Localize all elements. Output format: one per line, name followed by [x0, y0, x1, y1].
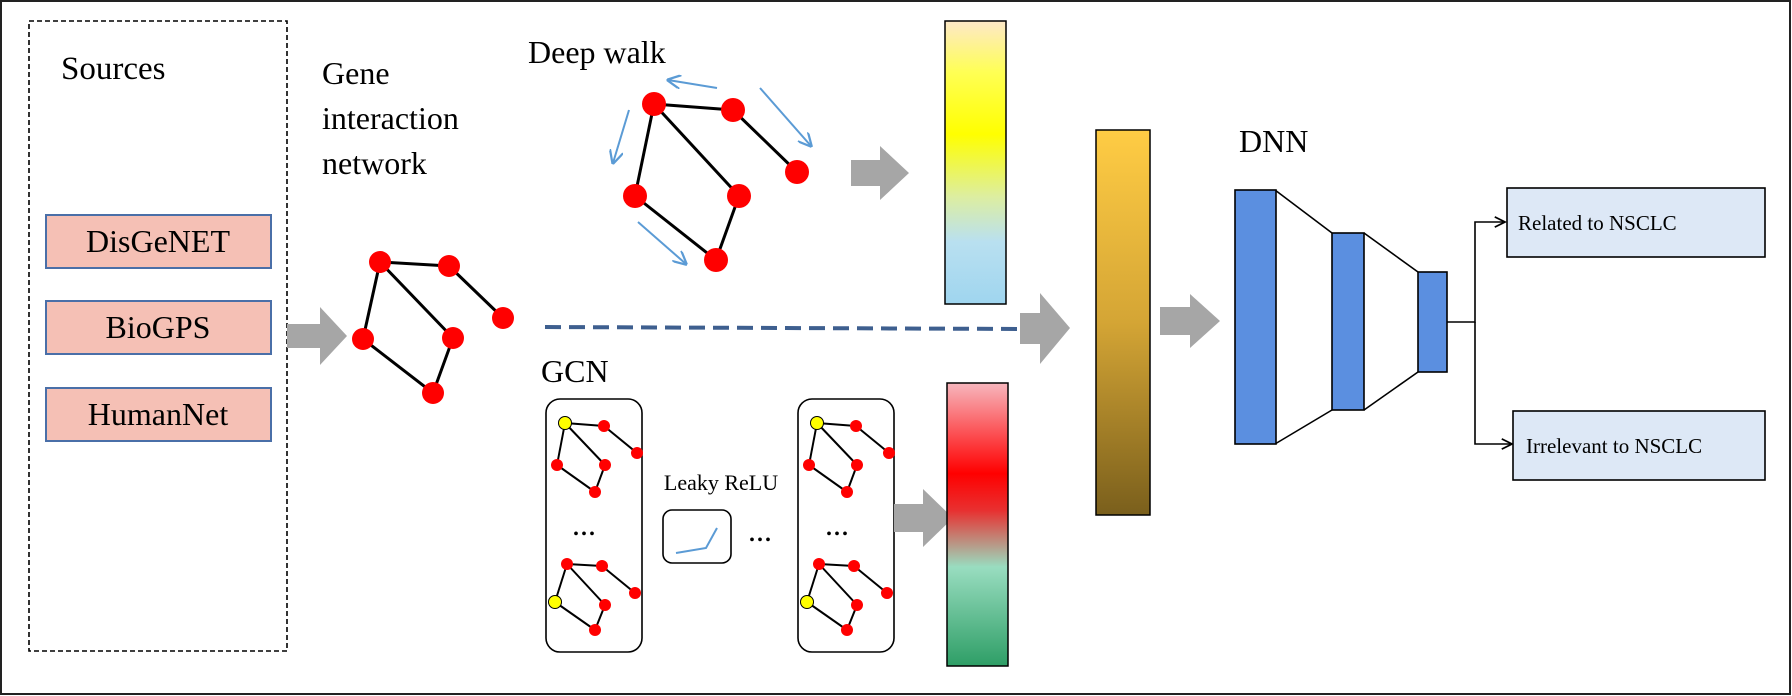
random-walk-arrows: [613, 80, 811, 264]
gcn-ellipsis-2: ...: [825, 506, 849, 542]
gcn-mini-graph-lower-1: [548, 558, 641, 636]
gcn-mini-graph-1: [551, 416, 643, 498]
dnn-layer-1: [1234, 189, 1277, 445]
gcn-mini-graph-lower-2: [800, 558, 893, 636]
output-related: Related to NSCLC: [1506, 187, 1766, 258]
dnn-network: [1234, 189, 1448, 445]
arrow-deepwalk-to-vector: [851, 146, 909, 200]
dnn-layer-2: [1331, 232, 1365, 411]
source-item-humannet: HumanNet: [45, 387, 272, 442]
arrow-to-concat: [1020, 293, 1070, 364]
leaky-relu-label: Leaky ReLU: [664, 470, 778, 495]
source-label-humannet: HumanNet: [88, 396, 229, 432]
deepwalk-label: Deep walk: [528, 34, 666, 70]
skip-connection-dashed-line: [544, 325, 1023, 331]
gcn-mini-graph-2: [803, 416, 895, 498]
source-item-biogps: BioGPS: [45, 300, 272, 355]
source-label-biogps: BioGPS: [106, 309, 211, 345]
arrow-concat-to-dnn: [1160, 294, 1220, 348]
gene-interaction-network-graph: [352, 251, 514, 404]
deepwalk-graph: [623, 92, 809, 272]
gcn-layer-panel-1: [545, 398, 643, 653]
arrow-sources-to-network: [287, 307, 347, 365]
gcn-ellipsis-between: ...: [748, 512, 772, 548]
network-label-line-1: Gene: [322, 55, 390, 91]
gcn-ellipsis-1: ...: [572, 506, 596, 542]
gcn-label: GCN: [541, 353, 609, 389]
dnn-label: DNN: [1239, 123, 1308, 159]
concatenated-embedding-vector: [1095, 129, 1151, 516]
network-label-line-3: network: [322, 145, 427, 181]
gcn-embedding-vector: [946, 382, 1009, 667]
output-irrelevant-label: Irrelevant to NSCLC: [1526, 434, 1702, 458]
deepwalk-embedding-vector: [944, 20, 1007, 305]
output-connectors: [1447, 222, 1512, 444]
sources-heading: Sources: [61, 51, 165, 87]
network-label-line-2: interaction: [322, 100, 459, 136]
dnn-layer-3: [1417, 271, 1448, 373]
source-item-disgenet: DisGeNET: [45, 214, 272, 269]
source-label-disgenet: DisGeNET: [86, 223, 230, 259]
gcn-layer-panel-2: [797, 398, 895, 653]
leaky-relu-icon: [662, 509, 732, 564]
output-irrelevant: Irrelevant to NSCLC: [1512, 410, 1766, 481]
arrow-gcn-to-vector: [894, 489, 953, 547]
output-related-label: Related to NSCLC: [1518, 211, 1677, 235]
